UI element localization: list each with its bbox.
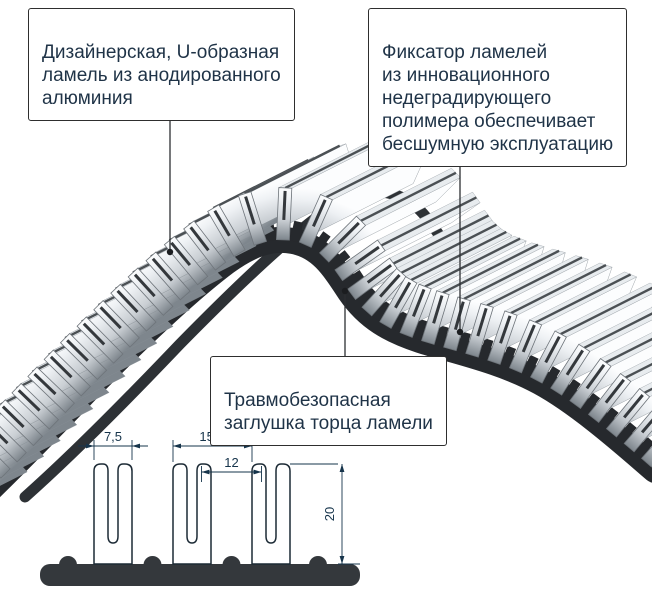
dimension-arrows — [86, 443, 345, 564]
callout-fixator-text: Фиксатор ламелей из инновационного недег… — [382, 42, 614, 155]
callout-lamella-text: Дизайнерская, U-образная ламель из аноди… — [42, 42, 281, 109]
leader — [456, 145, 464, 336]
dim-height: 20 — [322, 507, 337, 521]
lamella — [605, 382, 652, 438]
leader — [166, 99, 174, 256]
callout-lamella: Дизайнерская, U-образная ламель из аноди… — [28, 8, 295, 121]
lamella-profile — [93, 463, 133, 565]
lamella — [334, 191, 481, 282]
lamella — [641, 445, 652, 468]
lamella — [569, 332, 652, 409]
lamella — [587, 357, 652, 423]
callout-leader-lines — [166, 99, 464, 356]
cross-section-drawing: 7,5 15,8 12 20 — [40, 429, 360, 586]
lamella — [319, 167, 461, 263]
lamellas — [0, 138, 652, 486]
dim-lamella-width: 7,5 — [104, 429, 122, 444]
callout-end-cap: Травмобезопасная заглушка торца ламели — [210, 356, 447, 446]
dim-gap: 12 — [224, 455, 238, 470]
leader — [341, 287, 349, 356]
drawing-band — [40, 556, 360, 586]
lamella-profile — [172, 463, 212, 565]
callout-fixator: Фиксатор ламелей из инновационного недег… — [368, 8, 628, 167]
lamella — [298, 146, 428, 248]
callout-end-cap-text: Травмобезопасная заглушка торца ламели — [224, 390, 433, 434]
lamella-profile — [251, 463, 291, 565]
lamella — [550, 307, 652, 396]
lamella-profiles — [93, 463, 291, 565]
